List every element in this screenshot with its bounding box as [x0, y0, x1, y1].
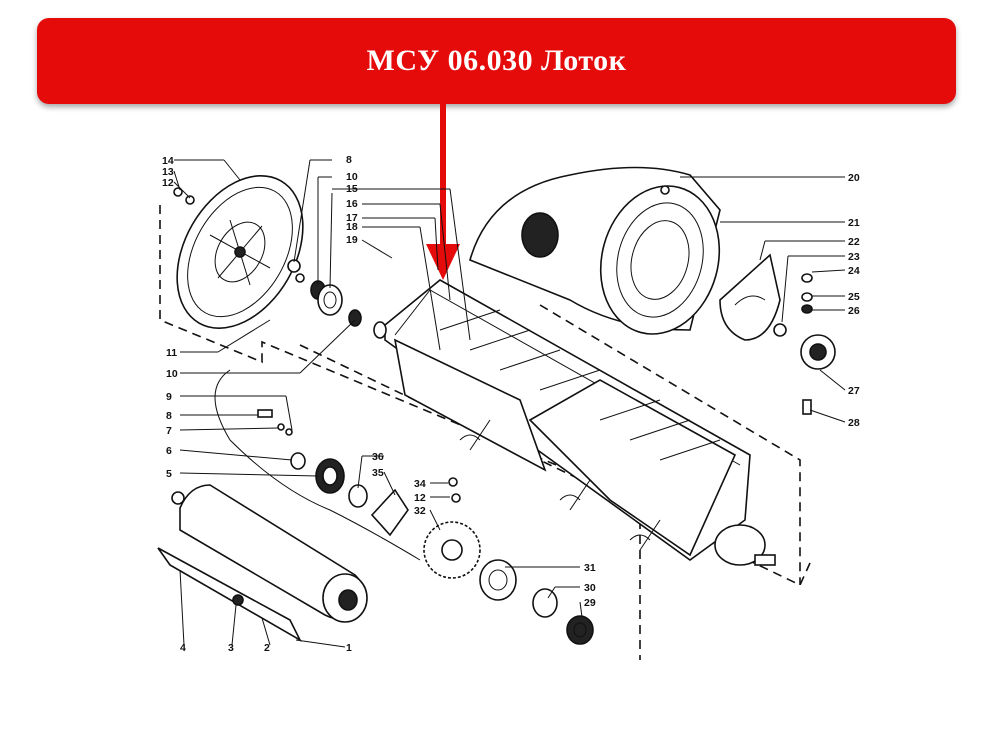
label-30: 30 [584, 582, 596, 594]
label-21: 21 [848, 217, 860, 229]
label-27: 27 [848, 385, 860, 397]
label-28: 28 [848, 417, 860, 429]
drum-roller [157, 484, 368, 643]
label-14: 14 [162, 155, 174, 167]
housing-cover [469, 166, 721, 335]
label-8: 8 [346, 154, 352, 166]
label-31: 31 [584, 562, 596, 574]
label-10b: 10 [166, 368, 178, 380]
label-10: 10 [346, 171, 358, 183]
label-16: 16 [346, 198, 358, 210]
label-19: 19 [346, 234, 358, 246]
label-3: 3 [228, 642, 234, 654]
label-18: 18 [346, 221, 358, 233]
label-13: 13 [162, 166, 174, 178]
label-1: 1 [346, 642, 352, 654]
outline-curve [214, 369, 421, 561]
leader-lines [173, 159, 846, 648]
label-6: 6 [166, 445, 172, 457]
trough-assembly [373, 279, 776, 566]
label-24: 24 [848, 265, 860, 277]
label-9: 9 [166, 391, 172, 403]
label-29: 29 [584, 597, 596, 609]
label-20: 20 [848, 172, 860, 184]
sprocket-and-bearings [423, 521, 594, 645]
part-number-labels: 14 13 12 8 10 15 16 17 18 19 11 10 9 8 7… [162, 154, 860, 654]
title-banner: МСУ 06.030 Лоток [37, 18, 956, 104]
label-34: 34 [414, 478, 426, 490]
label-11: 11 [166, 347, 177, 359]
label-25: 25 [848, 291, 860, 303]
label-4: 4 [180, 642, 186, 654]
label-12b: 12 [414, 492, 426, 504]
label-17: 17 [346, 212, 358, 224]
small-hardware-right [773, 273, 836, 415]
label-36: 36 [372, 451, 384, 463]
label-8b: 8 [166, 410, 172, 422]
pointer-arrow [426, 104, 460, 280]
label-2: 2 [264, 642, 270, 654]
label-22: 22 [848, 236, 860, 248]
label-12: 12 [162, 177, 174, 189]
label-26: 26 [848, 305, 860, 317]
label-5: 5 [166, 468, 172, 480]
label-32: 32 [414, 505, 426, 517]
cover-piece-part [719, 253, 781, 341]
disc-wheel-part [176, 175, 304, 329]
label-7: 7 [166, 425, 172, 437]
label-23: 23 [848, 251, 860, 263]
label-35: 35 [372, 467, 384, 479]
page-title: МСУ 06.030 Лоток [366, 44, 627, 77]
label-15: 15 [346, 183, 358, 195]
small-hardware-lower-left [257, 409, 461, 537]
